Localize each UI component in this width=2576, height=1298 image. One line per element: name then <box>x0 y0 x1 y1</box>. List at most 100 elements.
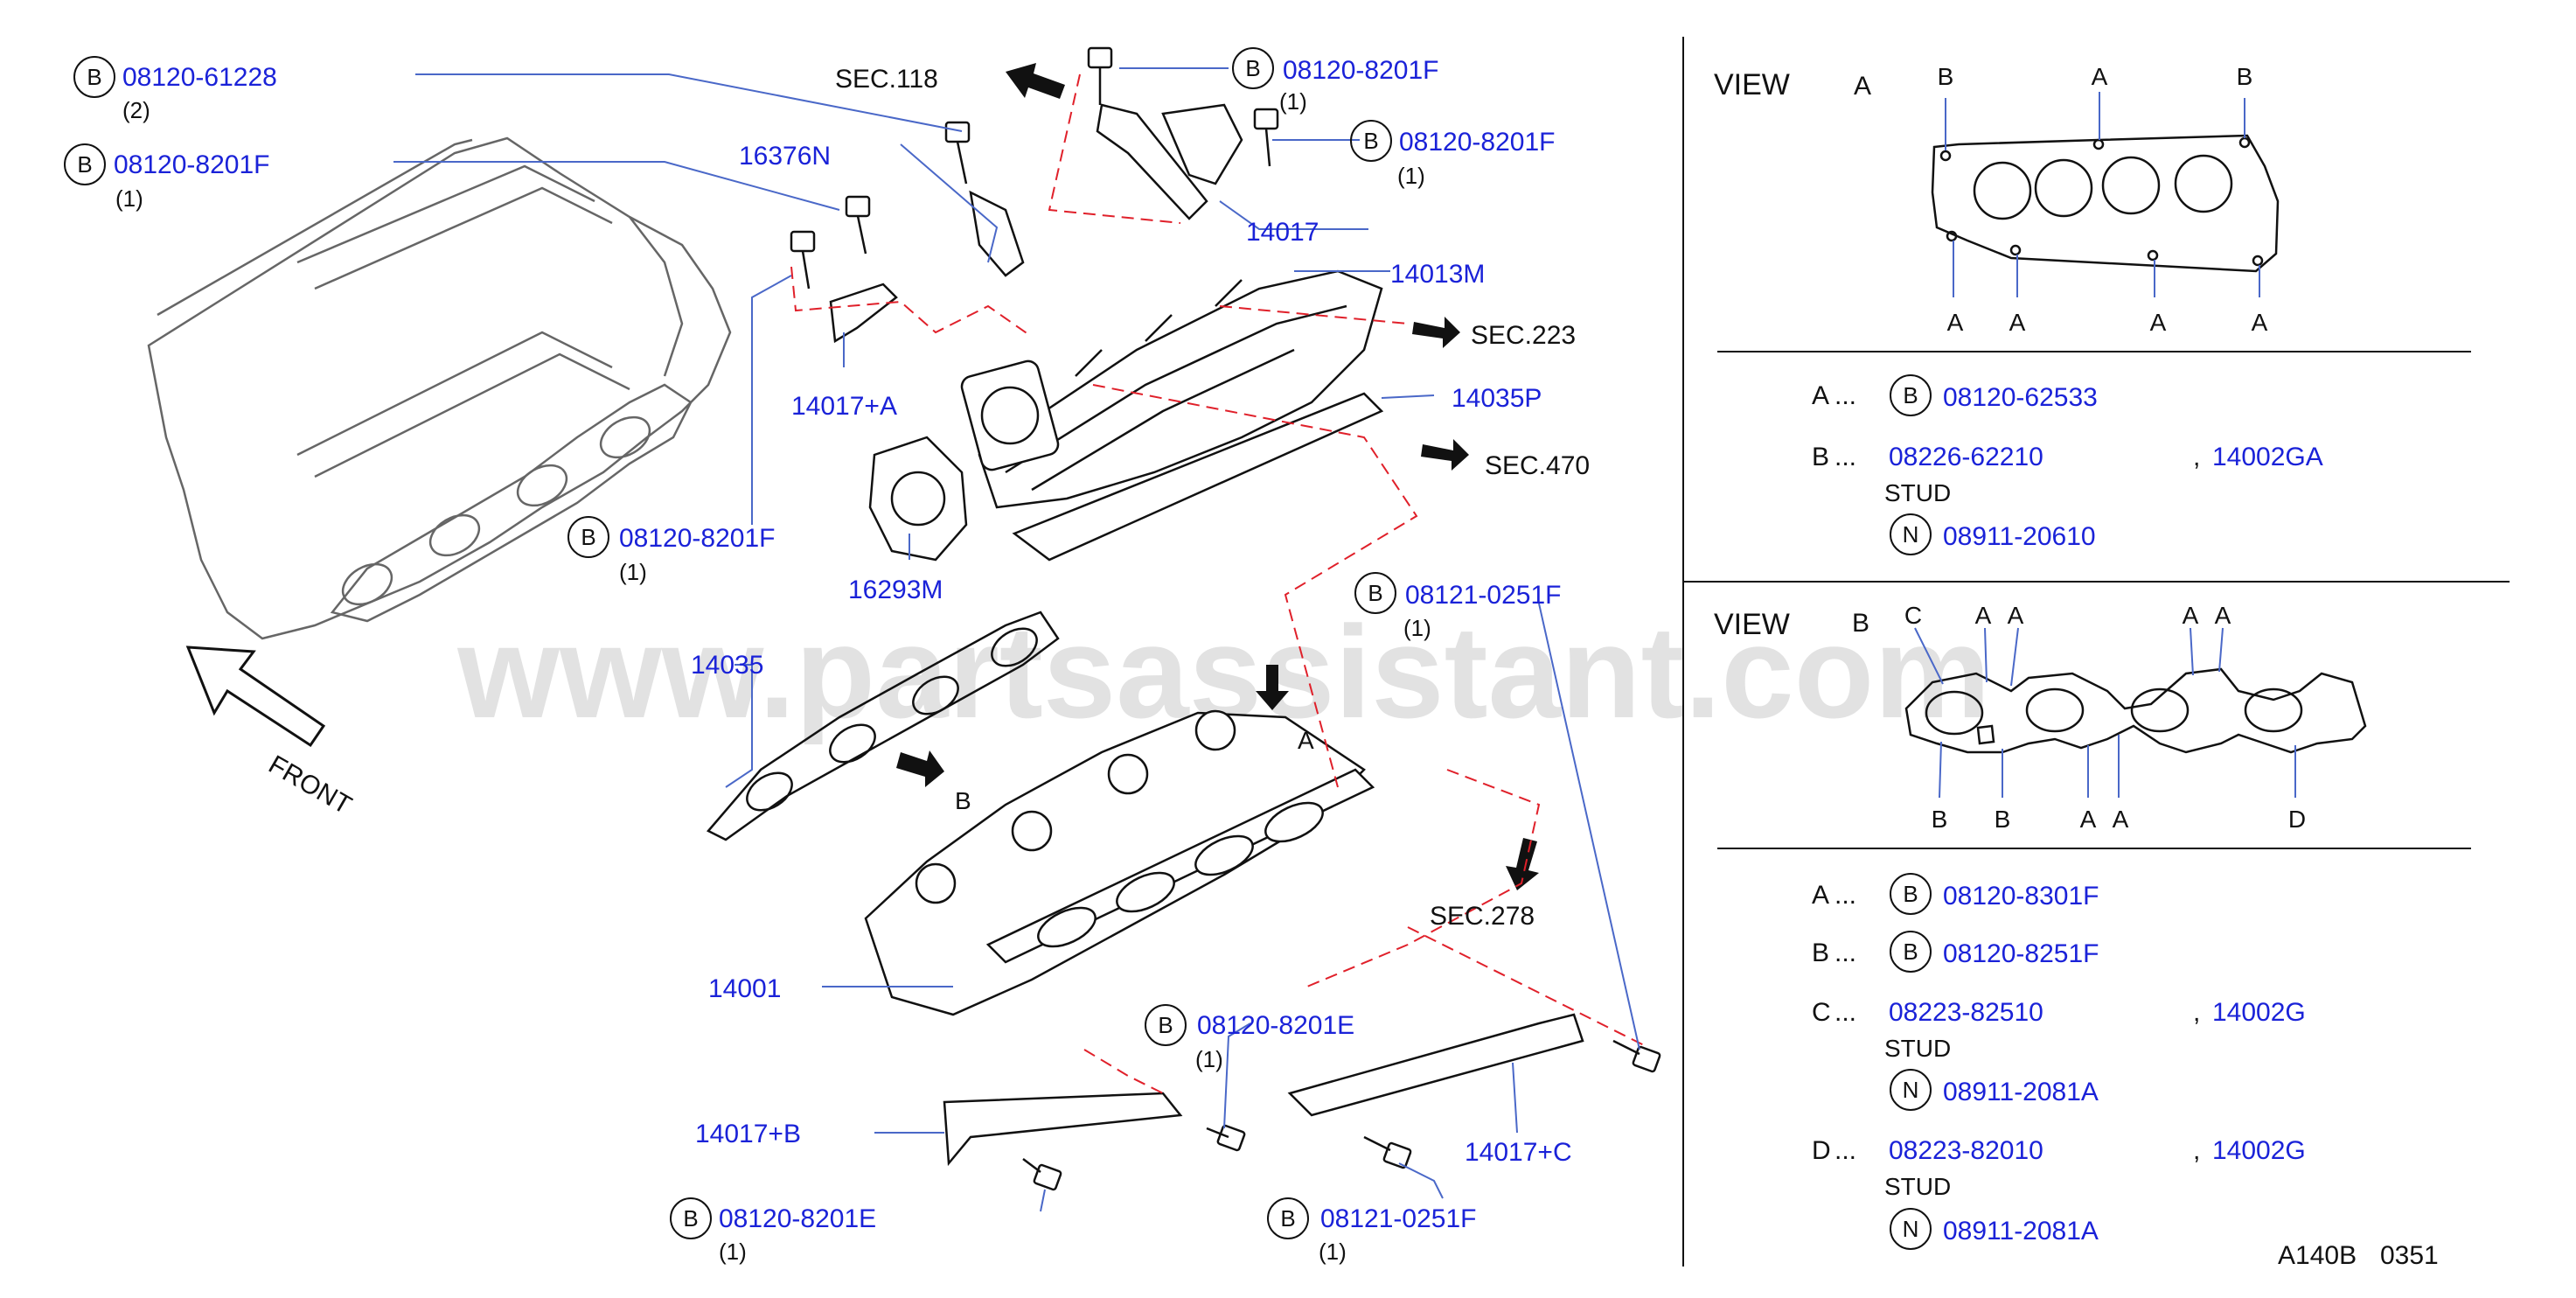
bolt-symbol <box>1145 1004 1187 1046</box>
part-number[interactable]: 08120-62533 <box>1943 383 2098 412</box>
part-number[interactable]: 08226-62210 <box>1889 443 2043 471</box>
bolt-symbol-letter: B <box>1903 939 1918 965</box>
view-b-gasket <box>1904 667 2367 754</box>
legend-separator: , <box>2193 443 2200 471</box>
nut-symbol-letter: N <box>1903 1216 1919 1242</box>
nut-symbol <box>1890 513 1932 555</box>
part-label-14017A[interactable]: 14017+A <box>791 392 897 421</box>
bolt-symbol-letter: B <box>87 64 101 90</box>
view-b-point-bottom: A <box>2080 806 2097 833</box>
front-label: FRONT <box>264 750 357 820</box>
reference-number[interactable]: 14002G <box>2212 998 2306 1027</box>
bolts <box>790 46 1661 1191</box>
part-number[interactable]: 08120-8201F <box>1283 56 1438 85</box>
view-a-letter: A <box>1854 72 1871 101</box>
reference-number[interactable]: 14002G <box>2212 1136 2306 1165</box>
part-number[interactable]: 08120-8201F <box>619 524 775 553</box>
legend-key: B <box>1812 443 1829 471</box>
bolt-symbol <box>1267 1197 1309 1239</box>
part-number[interactable]: 08120-61228 <box>122 63 277 92</box>
view-marker-a: A <box>1298 727 1314 754</box>
view-b-pointers <box>1914 627 2296 799</box>
view-a-point-bottom: A <box>2252 309 2268 336</box>
quantity: (1) <box>115 185 143 212</box>
part-label-16376N[interactable]: 16376N <box>739 142 831 171</box>
view-a-point-bottom: A <box>2009 309 2026 336</box>
part-label-14017C[interactable]: 14017+C <box>1465 1138 1572 1167</box>
section-ref-470[interactable]: SEC.470 <box>1485 451 1590 480</box>
bolt-symbol <box>1890 931 1932 973</box>
part-label-14017[interactable]: 14017 <box>1246 218 1319 247</box>
diagram-number: 0351 <box>2380 1241 2439 1270</box>
view-b-point-top: A <box>2215 602 2231 629</box>
part-label-16293M[interactable]: 16293M <box>848 576 943 604</box>
stud-label: STUD <box>1884 479 1951 506</box>
part-number[interactable]: 08120-8251F <box>1943 939 2099 968</box>
legend-dots: ... <box>1835 998 1856 1027</box>
bolt-symbol-letter: B <box>683 1205 698 1232</box>
bolt-symbol-letter: B <box>1158 1012 1173 1038</box>
reference-number[interactable]: 14002GA <box>2212 443 2323 471</box>
section-ref-118[interactable]: SEC.118 <box>835 65 938 94</box>
quantity: (1) <box>619 559 647 585</box>
section-ref-223[interactable]: SEC.223 <box>1471 321 1576 350</box>
part-label-14017B[interactable]: 14017+B <box>695 1120 801 1148</box>
diagram-code: A140B <box>2278 1241 2357 1270</box>
bolt-symbol-letter: B <box>581 524 595 550</box>
part-number[interactable]: 08120-8201F <box>1399 128 1555 157</box>
view-marker-b: B <box>955 787 971 814</box>
part-label-14013M[interactable]: 14013M <box>1390 260 1485 289</box>
quantity: (1) <box>1195 1046 1223 1072</box>
cylinder-head-outline <box>147 136 732 640</box>
legend-key: A <box>1812 381 1829 410</box>
nut-symbol <box>1890 1069 1932 1111</box>
bolt-symbol <box>73 56 115 98</box>
view-a-pointers <box>1945 92 2260 297</box>
head-gasket-ports <box>330 383 693 623</box>
part-number[interactable]: 08911-2081A <box>1943 1217 2099 1246</box>
section-ref-278[interactable]: SEC.278 <box>1430 902 1535 931</box>
view-a-title: VIEW <box>1714 68 1790 101</box>
upper-collector <box>960 269 1383 509</box>
part-label-14001[interactable]: 14001 <box>708 974 781 1003</box>
quantity: (2) <box>122 97 150 123</box>
part-number[interactable]: 08120-8201F <box>114 150 269 179</box>
quantity: (1) <box>719 1239 747 1265</box>
view-a-point-top: B <box>1938 63 1954 90</box>
part-number[interactable]: 08120-8301F <box>1943 882 2099 911</box>
part-number[interactable]: 08121-0251F <box>1405 581 1561 610</box>
part-label-14035P[interactable]: 14035P <box>1452 384 1542 413</box>
view-a-point-bottom: A <box>2150 309 2167 336</box>
part-number[interactable]: 08223-82010 <box>1889 1136 2043 1165</box>
lower-manifold-14001 <box>864 709 1375 1016</box>
dashed-connections <box>790 73 1645 1094</box>
collector-gasket-14035P <box>1012 392 1384 562</box>
view-a-point-bottom: A <box>1947 309 1964 336</box>
quantity: (1) <box>1397 163 1425 189</box>
leader-lines <box>393 67 1640 1212</box>
view-a-point-top: B <box>2237 63 2253 90</box>
legend-key: B <box>1812 939 1829 967</box>
direction-arrows <box>896 63 1539 890</box>
part-label-14035[interactable]: 14035 <box>691 651 763 680</box>
bolt-symbol-letter: B <box>77 151 92 178</box>
stud-label: STUD <box>1884 1173 1951 1200</box>
quantity: (1) <box>1279 88 1307 115</box>
part-number[interactable]: 08120-8201E <box>719 1204 876 1233</box>
part-number[interactable]: 08120-8201E <box>1197 1011 1354 1040</box>
manifold-gasket-14035 <box>707 611 1060 841</box>
view-b-point-bottom: B <box>1995 806 2011 833</box>
part-number[interactable]: 08121-0251F <box>1320 1204 1476 1233</box>
panel-lines <box>1682 37 2510 1267</box>
bolt-symbol <box>1890 873 1932 915</box>
bolt-symbol-letter: B <box>1245 55 1260 81</box>
part-number[interactable]: 08911-20610 <box>1943 522 2096 551</box>
bolt-symbol <box>1354 572 1396 614</box>
legend-key: D <box>1812 1136 1831 1165</box>
part-number[interactable]: 08911-2081A <box>1943 1078 2099 1106</box>
part-number[interactable]: 08223-82510 <box>1889 998 2043 1027</box>
bolt-symbol-letter: B <box>1903 881 1918 907</box>
bolt-symbol-letter: B <box>1280 1205 1295 1232</box>
bolt-symbol-letter: B <box>1363 128 1378 154</box>
